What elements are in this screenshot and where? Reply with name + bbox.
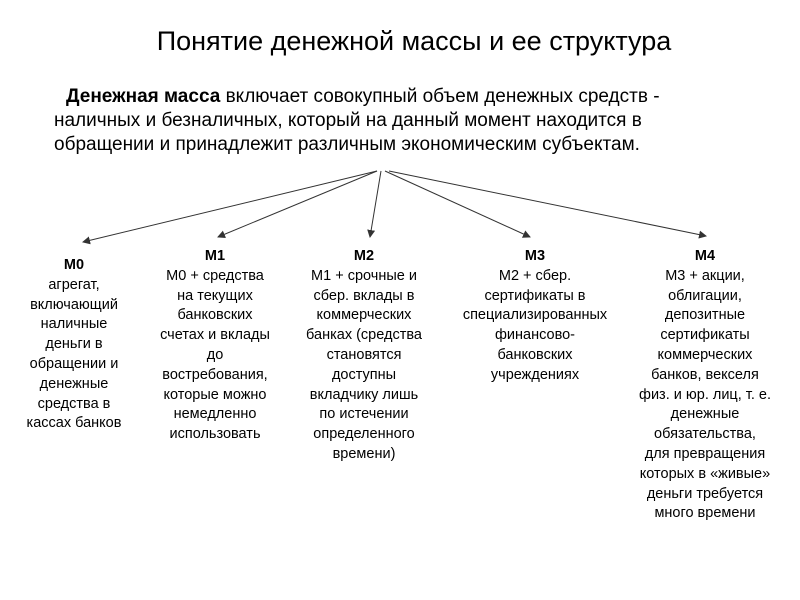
aggregate-m3-line: М2 + сбер. xyxy=(498,267,572,284)
aggregate-m1-line: банковских xyxy=(177,307,253,324)
aggregate-m3-name: М3 xyxy=(524,248,546,264)
aggregate-m1-line: которые можно xyxy=(163,386,267,403)
aggregate-m1-name: М1 xyxy=(204,248,226,264)
aggregate-m1-line: на текущих xyxy=(177,287,253,304)
aggregate-m2: М2 М1 + срочные и сбер. вклады в коммерч… xyxy=(290,247,438,465)
aggregate-m0-line: обращении и xyxy=(29,355,119,372)
aggregate-m0-name: М0 xyxy=(63,257,85,273)
aggregate-m4-line: сертификаты xyxy=(660,327,750,344)
aggregate-m1-line: М0 + средства xyxy=(166,267,264,284)
aggregate-m4-line: много времени xyxy=(654,505,756,522)
arrow-to-m4 xyxy=(388,170,707,239)
definition-line-1-rest: включает совокупный объем денежных средс… xyxy=(220,86,660,107)
aggregate-m0-line: деньги в xyxy=(45,336,103,353)
arrow-to-m2 xyxy=(367,170,382,238)
page-title: Понятие денежной массы и ее структура xyxy=(156,26,672,56)
definition-term: Денежная масса xyxy=(66,86,221,107)
aggregate-m0-line: включающий xyxy=(30,296,118,313)
aggregate-m1: М1 М0 + средства на текущих банковских с… xyxy=(142,247,288,445)
aggregate-m4-line: банков, векселя xyxy=(651,366,759,383)
aggregate-m0: М0 агрегат, включающий наличные деньги в… xyxy=(14,256,134,434)
aggregate-m0-line: кассах банков xyxy=(26,415,122,432)
aggregate-m3-line: учреждениях xyxy=(490,366,580,383)
aggregate-m1-line: счетах и вклады xyxy=(160,327,270,344)
definition-line-3: обращении и принадлежит различным эконом… xyxy=(54,134,640,155)
aggregate-m3: М3 М2 + сбер. сертификаты в специализиро… xyxy=(444,247,626,386)
aggregate-m4-line: обязательства, xyxy=(654,426,756,443)
aggregate-m2-line: М1 + срочные и xyxy=(311,267,417,284)
aggregate-m2-line: определенного xyxy=(313,426,415,443)
aggregate-m4-line: физ. и юр. лиц, т. е. xyxy=(639,386,771,403)
aggregate-m4-name: М4 xyxy=(694,248,716,264)
aggregate-m4-line: деньги требуется xyxy=(646,485,764,502)
aggregate-m1-line: немедленно xyxy=(173,406,257,423)
aggregate-m3-line: банковских xyxy=(497,346,573,363)
aggregate-m4: М4 М3 + акции, облигации, депозитные сер… xyxy=(622,247,788,524)
arrow-to-m1 xyxy=(217,170,378,239)
aggregate-m2-line: доступны xyxy=(331,366,397,383)
aggregate-m4-line: М3 + акции, xyxy=(665,267,745,284)
aggregate-m4-line: которых в «живые» xyxy=(639,465,771,482)
aggregate-m2-line: вкладчику лишь xyxy=(309,386,419,403)
aggregate-m0-line: средства в xyxy=(37,395,111,412)
arrow-to-m0 xyxy=(82,170,378,245)
aggregate-m3-line: сертификаты в xyxy=(484,287,586,304)
aggregate-m1-line: востребования, xyxy=(162,366,268,383)
aggregate-m4-line: облигации, xyxy=(668,287,742,304)
aggregate-m2-line: времени) xyxy=(332,445,396,462)
aggregate-m0-line: денежные xyxy=(39,375,109,392)
aggregate-m0-line: наличные xyxy=(40,316,108,333)
aggregate-m2-name: М2 xyxy=(353,248,375,264)
aggregate-m4-line: для превращения xyxy=(644,445,766,462)
aggregate-m3-line: специализированных xyxy=(462,307,608,324)
aggregate-m2-line: сбер. вклады в xyxy=(313,287,415,304)
aggregate-m4-line: денежные xyxy=(670,406,740,423)
aggregate-m2-line: банках (средства xyxy=(306,327,422,344)
aggregate-m1-line: использовать xyxy=(169,426,261,443)
aggregate-m3-line: финансово- xyxy=(494,327,576,344)
aggregate-m0-line: агрегат, xyxy=(48,276,100,293)
aggregate-m4-line: депозитные xyxy=(664,307,746,324)
aggregate-m2-line: коммерческих xyxy=(316,307,412,324)
definition-text: Денежная масса включает совокупный объем… xyxy=(54,85,774,157)
aggregate-m2-line: становятся xyxy=(326,346,402,363)
aggregate-m4-line: коммерческих xyxy=(657,346,753,363)
aggregate-m2-line: по истечении xyxy=(319,406,409,423)
arrow-to-m3 xyxy=(384,170,531,238)
definition-line-1: Денежная масса включает совокупный объем… xyxy=(54,85,774,109)
definition-line-2: наличных и безналичных, который на данны… xyxy=(54,110,642,131)
aggregate-m1-line: до xyxy=(206,346,224,363)
